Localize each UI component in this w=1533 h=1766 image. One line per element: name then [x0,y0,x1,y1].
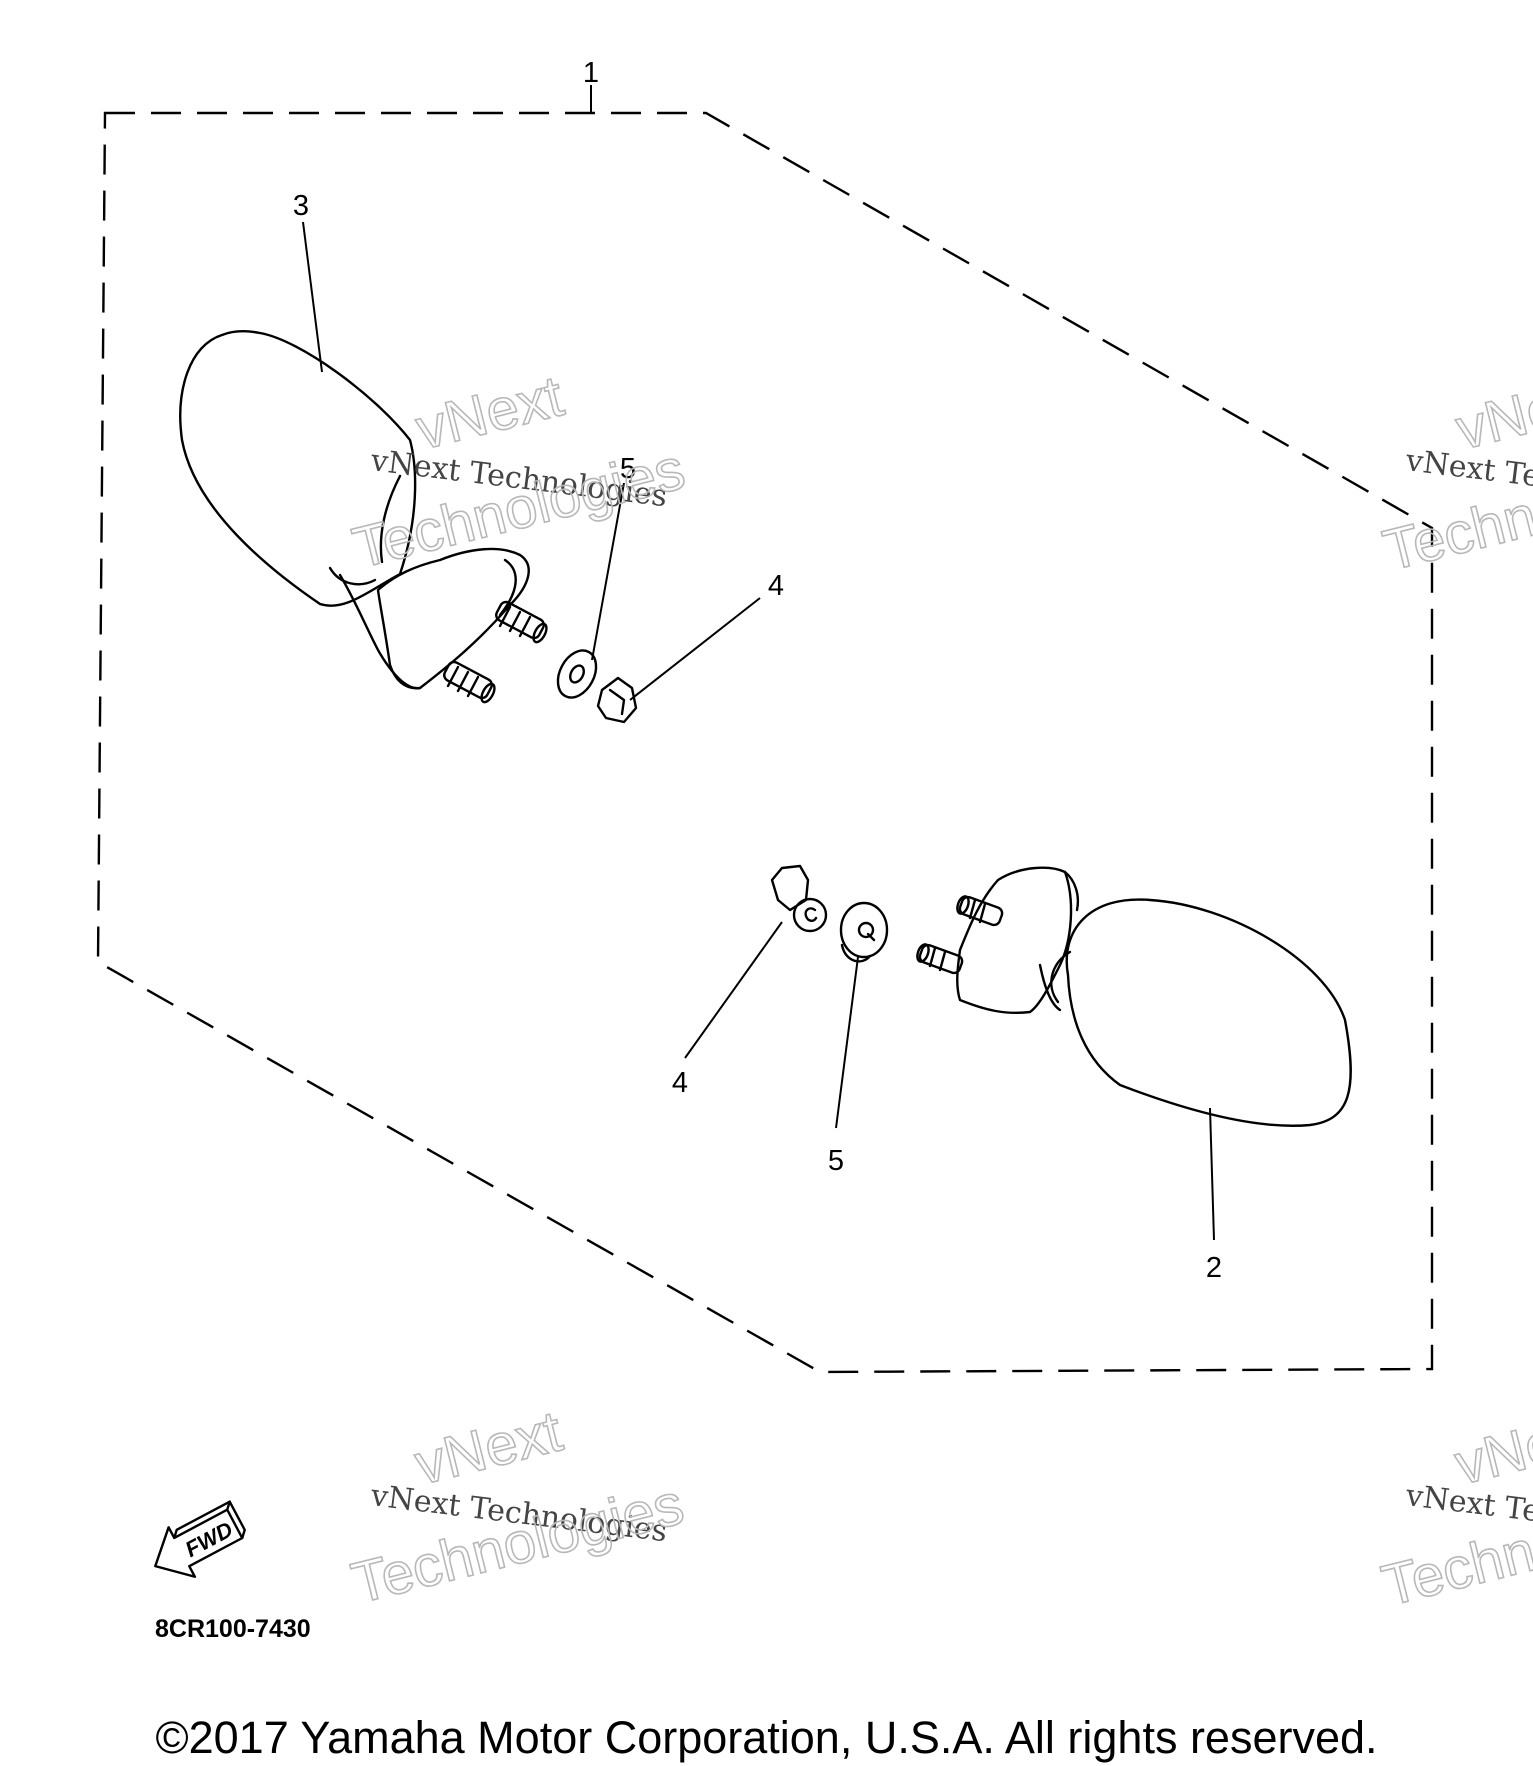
nut-lower [770,864,828,933]
svg-text:vNext: vNext [409,1399,569,1498]
assembly-boundary [96,111,1434,1374]
part-code: 8CR100-7430 [155,1615,311,1643]
callout-1: 1 [583,57,599,89]
svg-text:vNext: vNext [1449,1399,1533,1498]
washer-upper [556,649,598,699]
right-mirror [916,866,1352,1127]
left-mirror [179,330,548,704]
leader-left-mirror [302,221,323,373]
svg-text:vNext: vNext [410,363,570,462]
svg-text:vNext: vNext [1450,363,1533,462]
leader-nut-upper [629,597,761,701]
leader-nut-lower [684,921,783,1059]
callout-3: 3 [293,190,309,222]
callout-5-upper: 5 [620,453,636,485]
nut-upper [596,676,638,724]
leader-washer-lower [835,956,859,1129]
callout-4-upper: 4 [768,570,784,602]
callout-2: 2 [1206,1252,1222,1284]
fwd-arrow-icon: FWD [154,1500,246,1578]
callout-4-lower: 4 [672,1067,688,1099]
leader-right-mirror [1209,1107,1215,1241]
callout-5-lower: 5 [828,1145,844,1177]
copyright-notice: ©2017 Yamaha Motor Corporation, U.S.A. A… [155,1712,1378,1763]
leader-washer-upper [591,482,625,661]
washer-lower [839,901,889,963]
